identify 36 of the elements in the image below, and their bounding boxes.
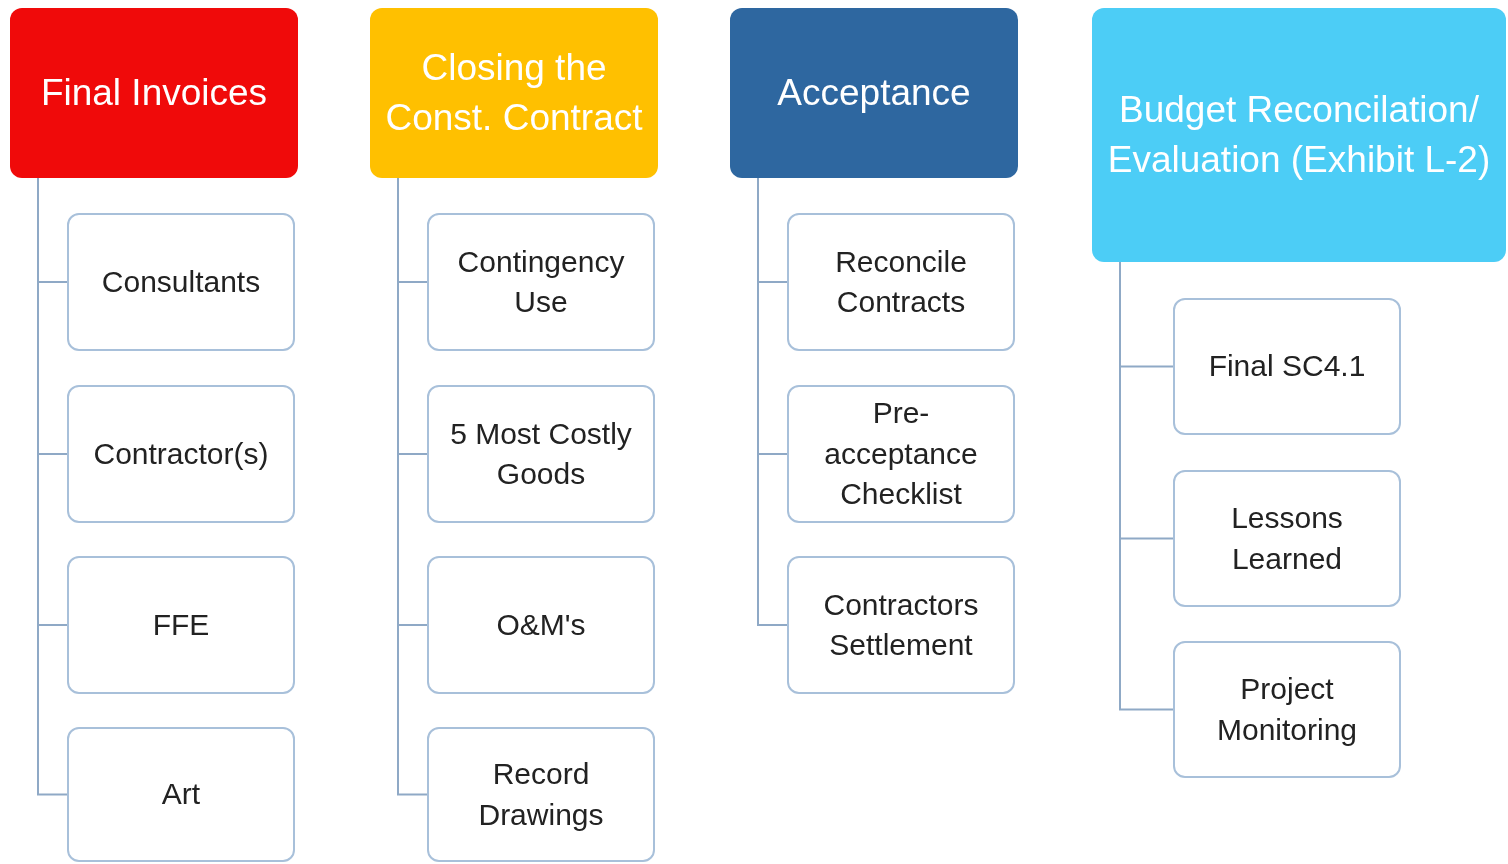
task-box [787,385,1015,523]
task-box [67,727,295,862]
task-label: Pre-acceptance Checklist [823,395,979,513]
category-header-box [730,8,1018,178]
task-box [427,213,655,351]
task-box [787,556,1015,694]
header-label: Acceptance [777,71,971,116]
task-label: Contingency Use [456,243,626,320]
task-label: Final SC4.1 [1208,348,1366,385]
task-box [787,213,1015,351]
task-label: Record Drawings [477,756,605,833]
task-label: FFE [152,606,210,643]
task-label: Lessons Learned [1230,500,1344,577]
task-box [1173,470,1401,607]
task-box [427,556,655,694]
task-box [1173,298,1401,435]
task-label: Art [161,776,201,813]
task-label: Consultants [101,263,261,300]
task-label: Contractors Settlement [822,586,980,663]
category-header-box [10,8,298,178]
task-box [427,385,655,523]
task-box [67,556,295,694]
task-label: Contractor(s) [93,435,269,472]
task-box [67,385,295,523]
header-label: Budget Reconcilation/ Evaluation (Exhibit L-2) [1106,88,1492,182]
task-box [427,727,655,862]
task-box [1173,641,1401,778]
category-header-box [1092,8,1506,262]
category-header-box [370,8,658,178]
task-label: 5 Most Costly Goods [449,415,633,492]
task-label: O&M's [496,606,586,643]
task-box [67,213,295,351]
header-label: Closing the Const. Contract [384,46,644,140]
header-label: Final Invoices [40,71,268,116]
task-label: Project Monitoring [1215,671,1359,748]
task-label: Reconcile Contracts [834,243,968,320]
